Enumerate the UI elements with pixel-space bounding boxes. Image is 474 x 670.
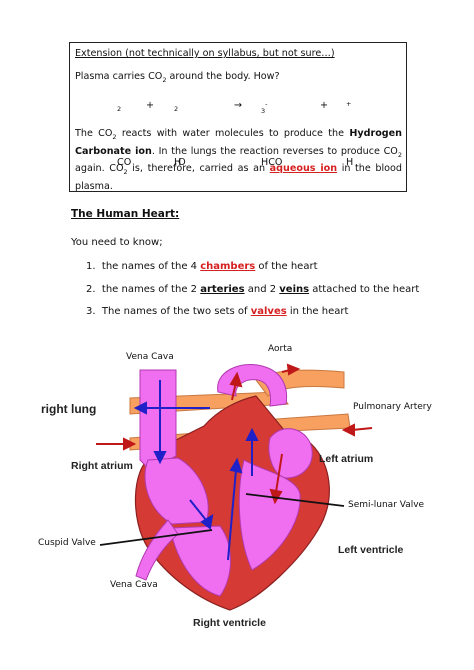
list-item: 1. the names of the 4 chambers of the he… [86, 261, 318, 272]
eq-h-ion: H+ [346, 100, 354, 168]
label-cuspid-valve: Cuspid Valve [38, 538, 96, 548]
left-atrium-chamber [268, 428, 313, 479]
label-semi-lunar-valve: Semi-lunar Valve [348, 500, 425, 510]
pointer-lines [99, 493, 345, 546]
extension-box: Extension (not technically on syllabus, … [69, 42, 407, 192]
label-right-lung: right lung [41, 402, 97, 416]
label-pulmonary-artery: Pulmonary Artery [353, 402, 432, 412]
flow-arrows-red [96, 363, 373, 505]
label-right-ventricle: Right ventricle [193, 617, 266, 629]
aqueous-ion-term: aqueous ion [269, 163, 338, 174]
veins-term: veins [279, 284, 310, 295]
hydrogen-carbonate-term: Hydrogen Carbonate ion [75, 128, 402, 157]
right-ventricle-chamber [169, 525, 232, 597]
eq-plus-1: + [146, 100, 155, 111]
label-vena-cava-bottom: Vena Cava [110, 580, 158, 590]
list-item: 2. the names of the 2 arteries and 2 vei… [86, 284, 420, 295]
list-item: 3. The names of the two sets of valves i… [86, 306, 349, 317]
explanation-paragraph: The CO2 reacts with water molecules to p… [75, 128, 402, 192]
label-right-atrium: Right atrium [71, 460, 133, 472]
chambers-term: chambers [200, 261, 256, 272]
valves-term: valves [250, 306, 287, 317]
label-aorta: Aorta [268, 344, 293, 354]
section-heading: The Human Heart: [71, 208, 180, 220]
eq-plus-2: + [320, 100, 329, 111]
flow-arrows-blue [133, 380, 259, 561]
label-left-ventricle: Left ventricle [338, 544, 404, 556]
section-intro: You need to know; [71, 237, 163, 248]
label-left-atrium: Left atrium [319, 453, 374, 465]
aorta [217, 364, 288, 407]
eq-arrow: → [234, 100, 243, 111]
extension-title: Extension (not technically on syllabus, … [75, 48, 335, 59]
left-ventricle-chamber [238, 459, 301, 571]
arteries-term: arteries [200, 284, 245, 295]
plasma-intro: Plasma carries CO2 around the body. How? [75, 71, 280, 84]
label-vena-cava-top: Vena Cava [126, 352, 174, 362]
